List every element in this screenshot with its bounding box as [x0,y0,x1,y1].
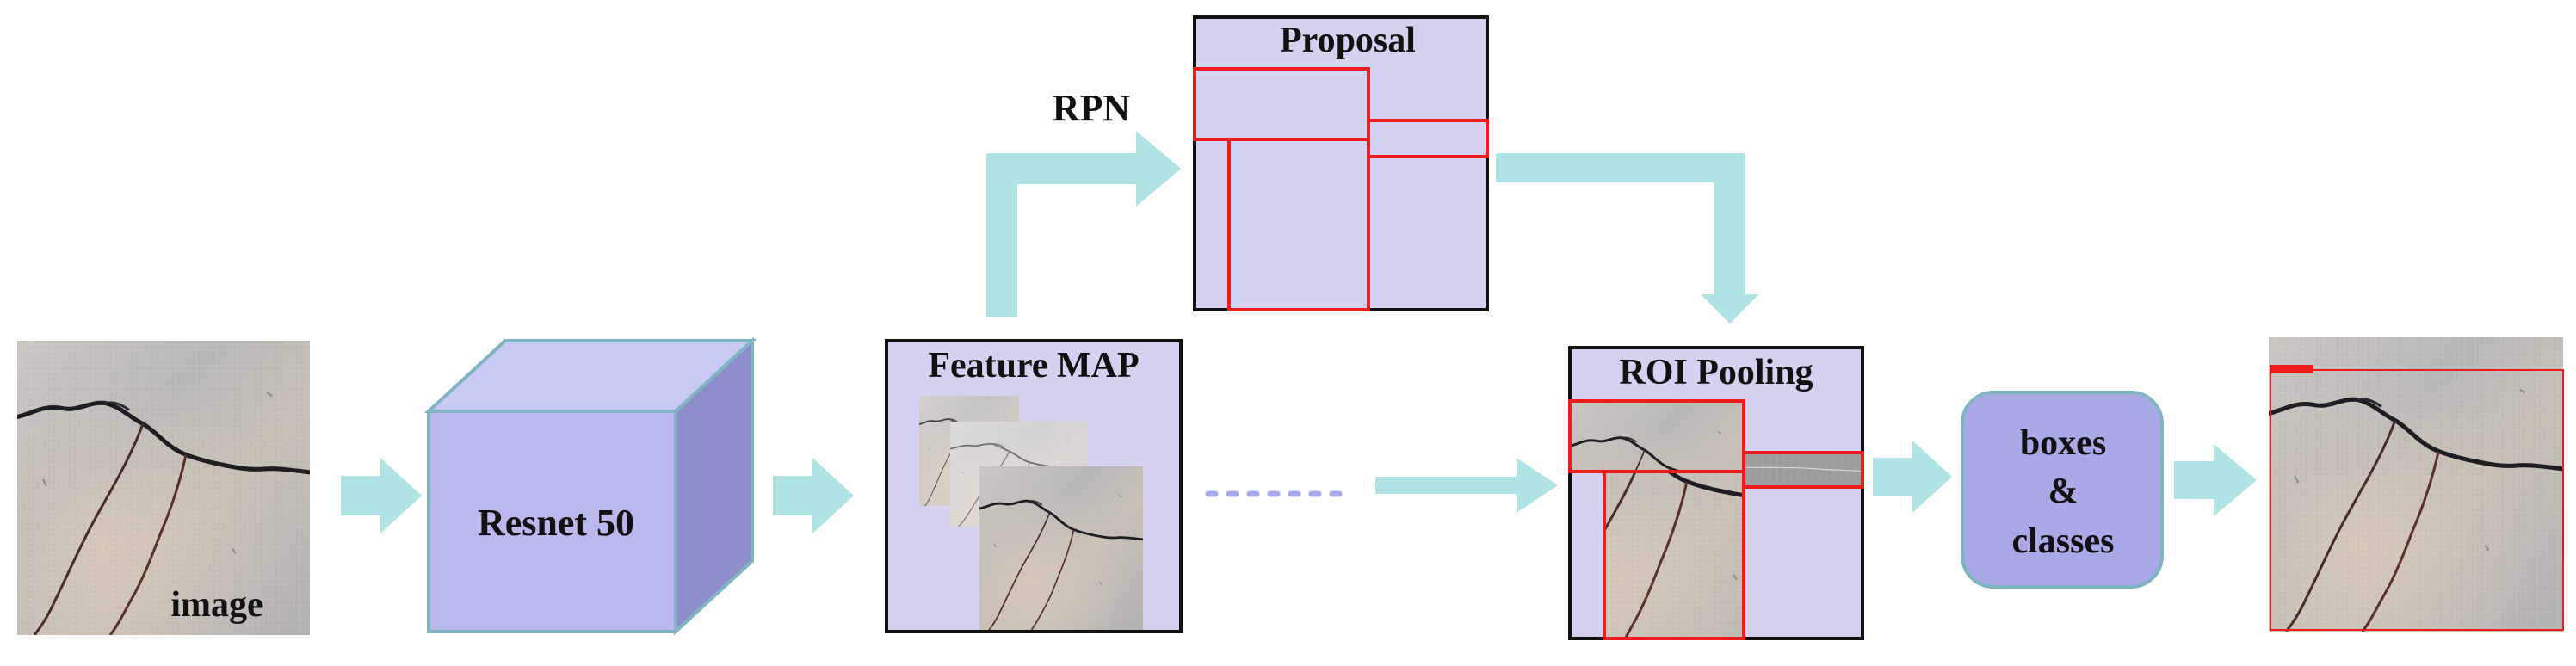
arrow-rpn [986,131,1181,317]
feature-map-panel: Feature MAP [885,339,1183,633]
rpn-label: RPN [1053,87,1131,129]
head-label-line3: classes [2012,521,2115,561]
input-image-label: image [170,585,263,625]
feature-map-label: Feature MAP [928,346,1139,385]
roi-pooling-panel: ROI Pooling [1568,346,1864,640]
detection-label-tag [2270,365,2313,373]
detection-box [2270,369,2564,631]
arrow-image-to-resnet [341,458,422,533]
resnet50-label: Resnet 50 [478,502,634,544]
arrow-roi-to-head [1873,441,1952,513]
arrow-resnet-to-featuremap [773,458,854,533]
output-image [2269,337,2564,632]
boxes-classes-head: boxes & classes [1961,391,2164,589]
roi-pooling-label: ROI Pooling [1619,353,1813,392]
resnet50-cube: Resnet 50 [423,336,757,636]
cube-front-face [427,410,677,633]
proposal-panel: Proposal [1193,15,1489,311]
arrow-proposal-to-roi [1496,153,1759,324]
head-label-line2: & [2048,472,2079,511]
head-label-line1: boxes [2020,423,2106,463]
roi-box [1603,470,1745,640]
input-image: image [17,341,310,635]
proposal-label: Proposal [1280,21,1416,60]
feature-map-stack [919,396,1143,630]
proposal-box [1227,138,1370,311]
arrow-head-to-output [2174,444,2257,516]
arrow-featuremap-to-roi [1375,458,1558,513]
